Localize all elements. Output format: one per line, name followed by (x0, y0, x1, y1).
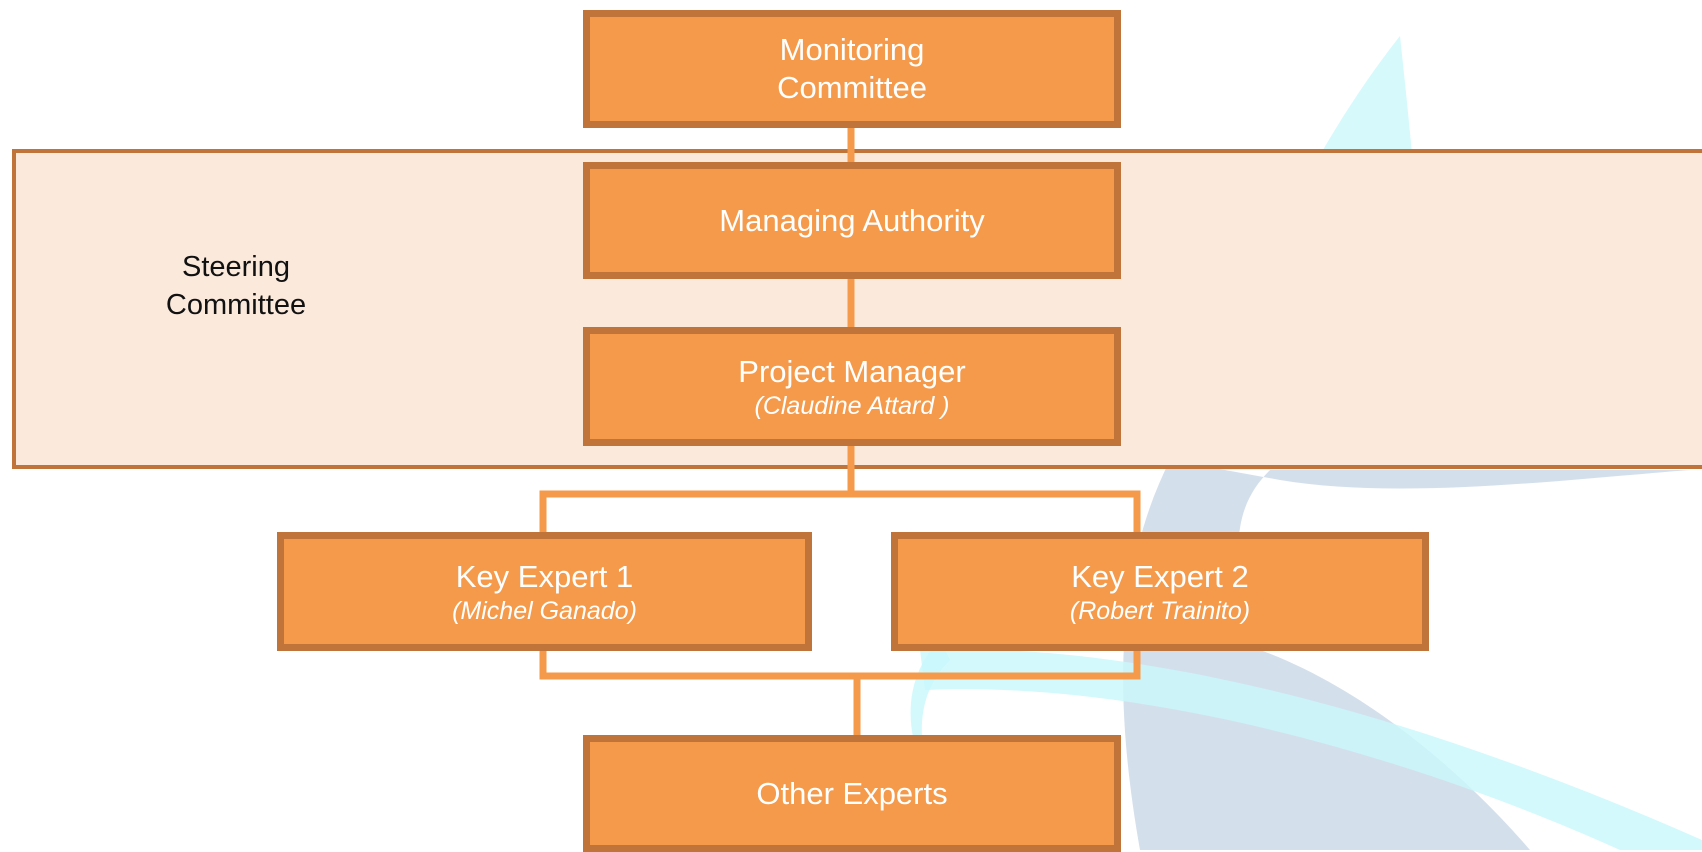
node-title: Other Experts (756, 775, 948, 811)
node-title: Project Manager (738, 353, 966, 389)
node-key-expert-2: Key Expert 2 (Robert Trainito) (891, 532, 1429, 651)
node-subtitle: (Michel Ganado) (452, 596, 637, 625)
node-title: Key Expert 2 (1071, 558, 1249, 594)
node-title: Key Expert 1 (455, 558, 634, 594)
edge-pm-keyexperts (539, 490, 1141, 534)
node-subtitle: (Claudine Attard ) (754, 391, 950, 420)
steering-committee-label: Steering Committee (165, 251, 307, 321)
node-other-experts: Other Experts (583, 735, 1121, 852)
node-managing-authority: Managing Authority (583, 162, 1121, 279)
node-monitoring-committee: Monitoring Committee (583, 10, 1121, 128)
node-title: Managing Authority (719, 202, 985, 238)
node-key-expert-1: Key Expert 1 (Michel Ganado) (277, 532, 812, 651)
node-title: Monitoring Committee (777, 32, 927, 105)
logo-lower-swoosh (920, 649, 1702, 850)
node-subtitle: (Robert Trainito) (1069, 596, 1251, 625)
edge-keyexperts-bus (539, 650, 1141, 680)
logo-main-swoosh (1123, 460, 1690, 850)
node-project-manager: Project Manager (Claudine Attard ) (583, 327, 1121, 446)
